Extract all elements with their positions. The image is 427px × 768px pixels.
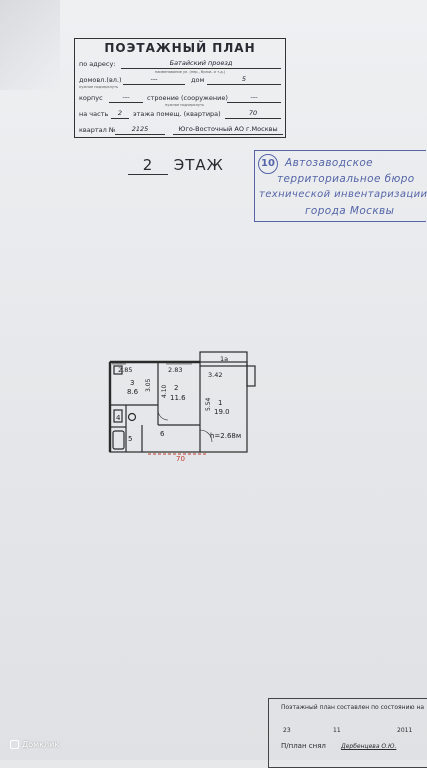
door-arc-2 [157,409,169,421]
balcony-ledge [246,365,256,387]
room-3-number: 3 [130,379,134,387]
loggia-1a [199,351,248,367]
sink-fixture [127,412,137,422]
watermark-text: Домклик [22,740,60,749]
address-value: Батайский проезд [121,59,281,69]
room-4-number: 4 [116,414,121,422]
dom-label: дом [191,76,205,84]
watermark: Домклик [10,740,59,749]
plan-walls [108,351,256,453]
document-title: ПОЭТАЖНЫЙ ПЛАН [104,41,256,55]
kvartira-value: 70 [225,109,281,119]
room-2-dim: 4.10 [161,384,168,398]
room-3-area: 8.6 [127,388,139,396]
room-1a-label: 1а [220,355,228,363]
toilet-fixture [113,409,123,423]
header-form-box: ПОЭТАЖНЫЙ ПЛАН по адресу: Батайский прое… [74,38,286,138]
etazh-label: этажа помещ. (квартира) [133,110,221,118]
room-3-dim: 3.05 [145,378,152,392]
stove-fixture [113,365,123,375]
stamp-line-1: Автозаводское [285,157,374,169]
address-label: по адресу: [79,60,116,68]
chast-label: на часть [79,110,109,118]
stamp-line-3: технической инвентаризации [259,189,427,200]
address-hint: наименование ул. (пер., бульв. и т.д.) [155,70,226,74]
made-by-value: Дербенцева О.Ю. [341,743,397,750]
room-2-area: 11.6 [170,394,186,402]
domovl-label: домовл.(вл.) [79,76,122,84]
bathtub-fixture [112,430,125,450]
room-1-area: 19.0 [214,408,230,416]
footer-day: 23 [283,727,291,734]
footer-month: 11 [333,727,341,734]
stroenie-hint: нужное подчеркнуть [165,103,205,107]
ceiling-height: h=2.68м [210,432,241,440]
footer-year: 2011 [397,727,413,734]
kvartal-value: 2125 [115,125,165,135]
korpus-label: корпус [79,94,103,102]
kvartal-label: квартал № [79,126,116,134]
floor-caption: 2 ЭТАЖ [128,156,224,175]
floor-number: 2 [128,156,168,175]
stamp-line-2: территориальное бюро [277,173,415,185]
paper-fold-shadow [0,0,60,90]
chast-value: 2 [111,109,129,119]
room-6-number: 6 [160,430,165,438]
dim-right: 3.42 [208,371,222,379]
korpus-value: --- [109,93,143,103]
dim-left-top: 2.85 [118,366,132,374]
bti-stamp: 10 Автозаводское территориальное бюро те… [254,150,427,222]
door-arc-1 [199,429,213,443]
stroenie-value: --- [227,93,281,103]
district-value: Юго-Восточный АО г.Москвы [173,125,283,135]
footer-line-1: Поэтажный план составлен по состоянию на [281,704,425,711]
floor-label: ЭТАЖ [173,156,224,174]
stamp-number: 10 [258,154,278,174]
room-1-dim: 5.54 [205,397,212,411]
footer-box: Поэтажный план составлен по состоянию на… [268,698,427,768]
apartment-number: 70 [176,455,185,463]
domovl-value: --- [123,75,185,85]
stroenie-label: строение (сооружение) [147,94,228,102]
made-by-label: П/план снял [281,742,326,750]
domovl-hint: нужное подчеркнуть [79,85,119,89]
room-2-number: 2 [174,384,178,392]
domclick-logo-icon [10,740,19,749]
dom-value: 5 [207,75,281,85]
room-1-number: 1 [218,399,222,407]
stamp-line-4: города Москвы [305,205,395,217]
room-5-number: 5 [128,435,132,443]
dim-mid-top: 2.83 [168,366,182,374]
